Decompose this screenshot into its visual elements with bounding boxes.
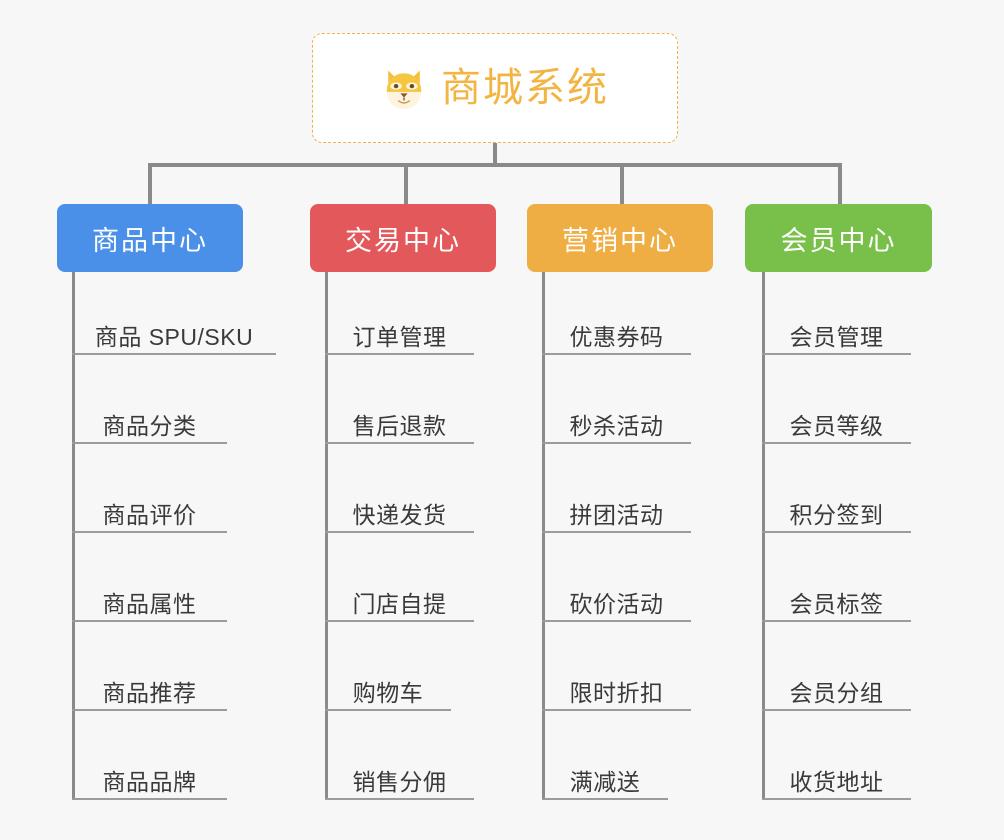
leaf-label: 商品评价 [102, 501, 197, 528]
leaf-item-2-3[interactable]: 快递发货 [325, 487, 474, 533]
leaf-item-4-2[interactable]: 会员等级 [762, 398, 911, 444]
leaf-label: 商品属性 [102, 590, 197, 617]
leaf-item-2-4[interactable]: 门店自提 [325, 576, 474, 622]
leaf-item-3-5[interactable]: 限时折扣 [542, 665, 691, 711]
connector-bus [150, 163, 842, 167]
category-label-2: 交易中心 [345, 225, 461, 256]
leaf-item-1-6[interactable]: 商品品牌 [72, 754, 227, 800]
connector-drop-4 [838, 163, 842, 204]
leaf-item-2-1[interactable]: 订单管理 [325, 309, 474, 355]
root-title: 商城系统 [441, 66, 609, 110]
category-label-4: 会员中心 [780, 225, 897, 256]
leaf-item-3-2[interactable]: 秒杀活动 [542, 398, 691, 444]
leaf-item-3-4[interactable]: 砍价活动 [542, 576, 691, 622]
leaf-label: 积分签到 [789, 501, 884, 528]
connector-drop-1 [148, 163, 152, 204]
column-spine-1 [72, 272, 75, 800]
leaf-item-3-3[interactable]: 拼团活动 [542, 487, 691, 533]
connector-drop-2 [404, 163, 408, 204]
column-spine-4 [762, 272, 765, 800]
leaf-label: 快递发货 [352, 501, 447, 528]
leaf-label: 会员管理 [789, 323, 884, 350]
leaf-label: 销售分佣 [352, 768, 447, 795]
leaf-label: 收货地址 [789, 768, 884, 795]
category-header-1[interactable]: 商品中心 [57, 204, 243, 272]
leaf-label: 会员分组 [789, 679, 884, 706]
leaf-item-4-6[interactable]: 收货地址 [762, 754, 911, 800]
leaf-item-4-4[interactable]: 会员标签 [762, 576, 911, 622]
leaf-label: 门店自提 [352, 590, 447, 617]
category-header-4[interactable]: 会员中心 [745, 204, 932, 272]
leaf-item-2-2[interactable]: 售后退款 [325, 398, 474, 444]
leaf-item-1-1[interactable]: 商品 SPU/SKU [72, 309, 276, 355]
column-spine-2 [325, 272, 328, 800]
leaf-label: 购物车 [352, 679, 424, 706]
connector-root-stem [493, 143, 497, 165]
connector-drop-3 [620, 163, 624, 204]
category-header-2[interactable]: 交易中心 [310, 204, 496, 272]
leaf-label: 拼团活动 [569, 501, 664, 528]
leaf-label: 会员标签 [789, 590, 884, 617]
category-label-3: 营销中心 [562, 225, 678, 256]
leaf-label: 商品 SPU/SKU [94, 323, 254, 350]
leaf-label: 商品分类 [102, 412, 197, 439]
leaf-item-1-5[interactable]: 商品推荐 [72, 665, 227, 711]
category-header-3[interactable]: 营销中心 [527, 204, 713, 272]
leaf-item-2-6[interactable]: 销售分佣 [325, 754, 474, 800]
leaf-item-3-1[interactable]: 优惠券码 [542, 309, 691, 355]
leaf-item-1-3[interactable]: 商品评价 [72, 487, 227, 533]
leaf-label: 砍价活动 [569, 590, 664, 617]
leaf-item-4-1[interactable]: 会员管理 [762, 309, 911, 355]
leaf-item-1-2[interactable]: 商品分类 [72, 398, 227, 444]
leaf-label: 会员等级 [789, 412, 884, 439]
shiba-dog-face-icon [381, 66, 427, 112]
leaf-label: 售后退款 [352, 412, 447, 439]
category-label-1: 商品中心 [92, 225, 208, 256]
leaf-label: 秒杀活动 [569, 412, 664, 439]
leaf-item-4-3[interactable]: 积分签到 [762, 487, 911, 533]
leaf-label: 满减送 [569, 768, 641, 795]
leaf-label: 订单管理 [352, 323, 447, 350]
leaf-label: 优惠券码 [569, 323, 664, 350]
leaf-label: 商品品牌 [102, 768, 197, 795]
leaf-item-1-4[interactable]: 商品属性 [72, 576, 227, 622]
leaf-item-3-6[interactable]: 满减送 [542, 754, 668, 800]
column-spine-3 [542, 272, 545, 800]
leaf-label: 限时折扣 [569, 679, 664, 706]
leaf-item-4-5[interactable]: 会员分组 [762, 665, 911, 711]
leaf-label: 商品推荐 [102, 679, 197, 706]
leaf-item-2-5[interactable]: 购物车 [325, 665, 451, 711]
root-node[interactable]: 商城系统 [312, 33, 678, 143]
